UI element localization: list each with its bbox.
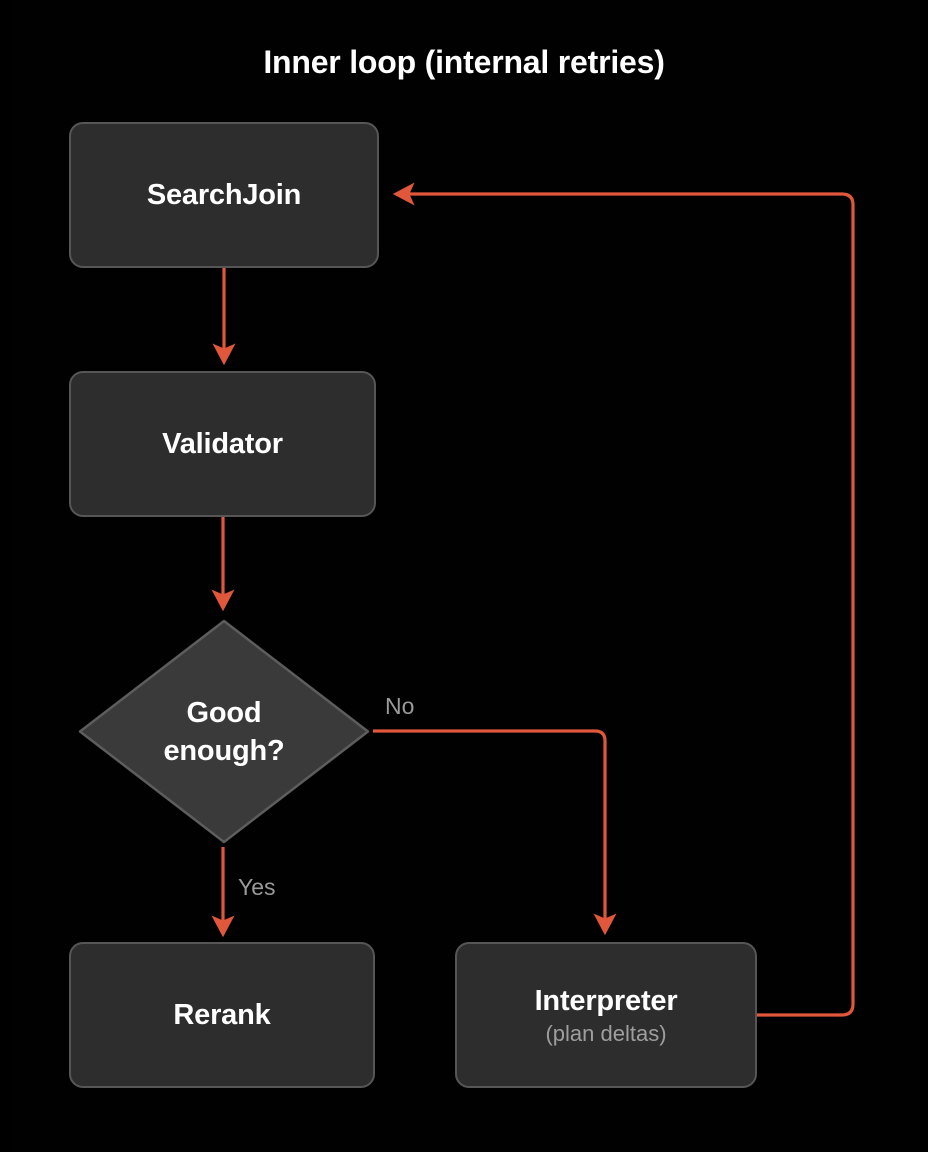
node-rerank[interactable]: Rerank [69,942,375,1088]
node-searchjoin-label: SearchJoin [146,179,302,211]
node-validator[interactable]: Validator [69,371,376,517]
panel-edge-right [920,0,928,1152]
node-searchjoin[interactable]: SearchJoin [69,122,379,268]
node-rerank-label: Rerank [173,999,271,1031]
decision-diamond-shape [78,619,370,844]
node-validator-label: Validator [162,428,283,460]
edge-good-enough-to-interpreter [373,729,617,936]
edge-interpreter-to-searchjoin [392,182,855,1017]
page-title: Inner loop (internal retries) [263,44,665,80]
node-good-enough[interactable]: Good enough? [75,616,373,847]
node-interpreter-sublabel: (plan deltas) [545,1020,667,1046]
panel-edge-left [0,0,10,1152]
edge-label-yes: Yes [238,874,276,900]
node-interpreter-label: Interpreter [534,984,678,1017]
edge-label-no: No [385,693,415,719]
node-interpreter[interactable]: Interpreter (plan deltas) [455,942,757,1088]
